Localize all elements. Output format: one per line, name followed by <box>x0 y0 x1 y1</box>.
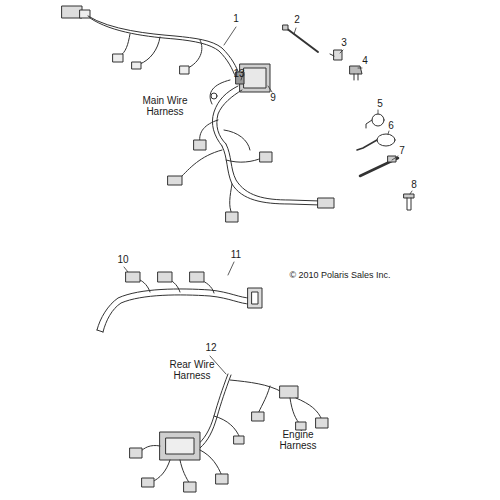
main-wire-harness <box>62 6 334 222</box>
rear-wire-harness <box>97 272 262 332</box>
callout-number: 7 <box>399 145 405 157</box>
small-parts <box>283 25 414 210</box>
callout-number: 9 <box>270 92 276 104</box>
callout-number: 10 <box>117 254 128 266</box>
callout-number: 2 <box>294 14 300 26</box>
engine-harness <box>130 374 328 492</box>
copyright-note: © 2010 Polaris Sales Inc. <box>289 270 390 280</box>
callout-number: 6 <box>388 120 394 132</box>
callout-number: 13 <box>233 68 244 80</box>
callout-number: 12 <box>205 342 216 354</box>
harness-name: Engine Harness <box>268 429 328 452</box>
callout-number: 3 <box>341 37 347 49</box>
callout-number: 8 <box>411 179 417 191</box>
callout-number: 11 <box>231 249 241 261</box>
leader-lines <box>124 27 412 374</box>
callout-number: 5 <box>377 98 383 110</box>
callout-number: 4 <box>362 55 368 67</box>
harness-name: Main Wire Harness <box>135 95 195 118</box>
callout-number: 1 <box>233 13 239 25</box>
harness-name: Rear Wire Harness <box>162 359 222 382</box>
